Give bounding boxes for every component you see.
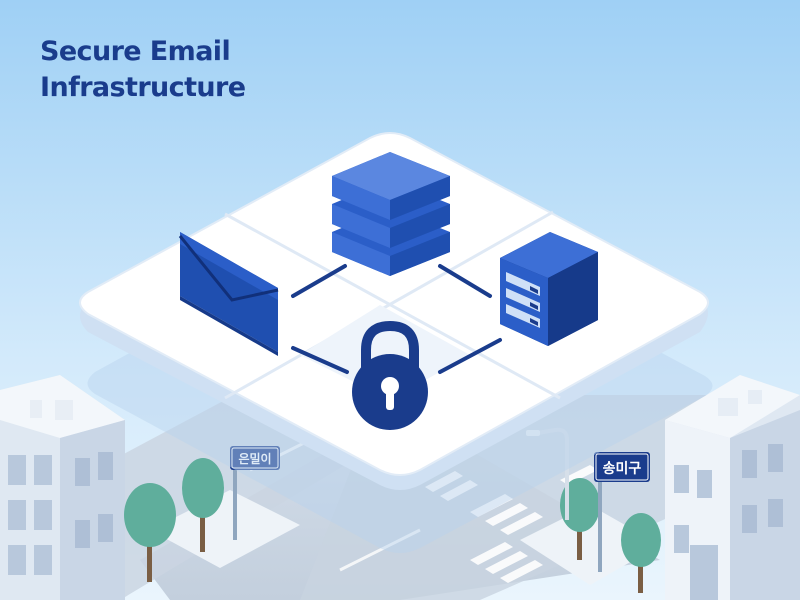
server-rack-icon <box>500 232 598 346</box>
street-sign-left-text: 은밀이 <box>238 451 271 466</box>
page-title: Secure Email Infrastructure <box>40 34 246 106</box>
padlock-icon <box>352 320 428 430</box>
building-right <box>665 375 800 600</box>
street-sign-right: 송미구 <box>594 452 650 572</box>
network-connectors <box>291 264 502 374</box>
building-door <box>690 545 718 600</box>
street-sign-left: 은밀이 <box>230 446 280 540</box>
trees <box>124 458 661 593</box>
sidewalk-left <box>150 490 300 568</box>
title-line-1: Secure Email <box>40 36 231 67</box>
street-lamp <box>526 427 569 520</box>
crosswalk-stripes <box>410 462 598 583</box>
building-left <box>0 375 125 600</box>
title-line-2: Infrastructure <box>40 72 246 103</box>
street-sign-right-text: 송미구 <box>603 461 642 477</box>
envelope-icon <box>178 232 279 356</box>
database-icon <box>332 152 450 276</box>
